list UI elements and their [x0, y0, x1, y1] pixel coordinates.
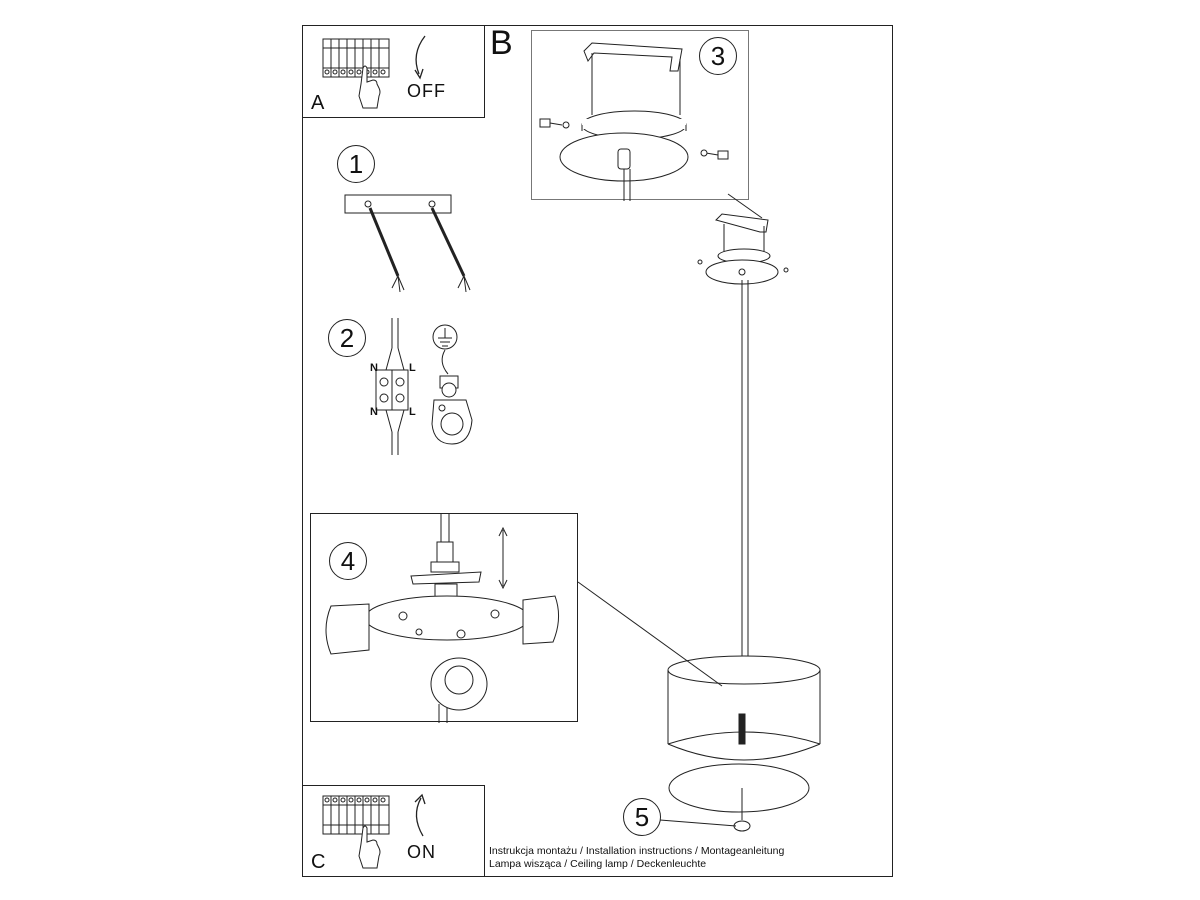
instruction-sheet: [302, 25, 893, 877]
step-2-number: 2: [328, 319, 366, 357]
fuse-box-off-illustration: [322, 35, 426, 109]
fuse-box-on-illustration: [322, 793, 426, 869]
panel-b-letter: B: [490, 24, 513, 62]
step-4-detail-box: 4: [310, 513, 578, 723]
terminal-l-bottom: L: [409, 406, 416, 418]
terminal-l-top: L: [409, 362, 416, 374]
step-1-number: 1: [337, 145, 375, 183]
off-label: OFF: [407, 81, 446, 101]
step-3-number: 3: [699, 37, 737, 75]
terminal-n-bottom: N: [370, 406, 378, 418]
caption-product: Lampa wisząca / Ceiling lamp / Deckenleu…: [489, 858, 707, 870]
panel-c-letter: C: [311, 851, 326, 873]
step-5-number: 5: [623, 798, 661, 836]
on-label: ON: [407, 842, 436, 862]
panel-c-power-on: C ON: [302, 785, 485, 877]
canopy-mounting-illustration: [539, 42, 729, 201]
step-3-detail-box: 3: [531, 30, 749, 201]
terminal-n-top: N: [370, 362, 378, 374]
step-4-number: 4: [329, 542, 367, 580]
caption-instructions: Instrukcja montażu / Installation instru…: [489, 845, 785, 857]
bulb-holder-illustration: [325, 514, 559, 723]
panel-a-power-off: A OFF: [302, 25, 485, 118]
panel-a-letter: A: [311, 92, 325, 114]
